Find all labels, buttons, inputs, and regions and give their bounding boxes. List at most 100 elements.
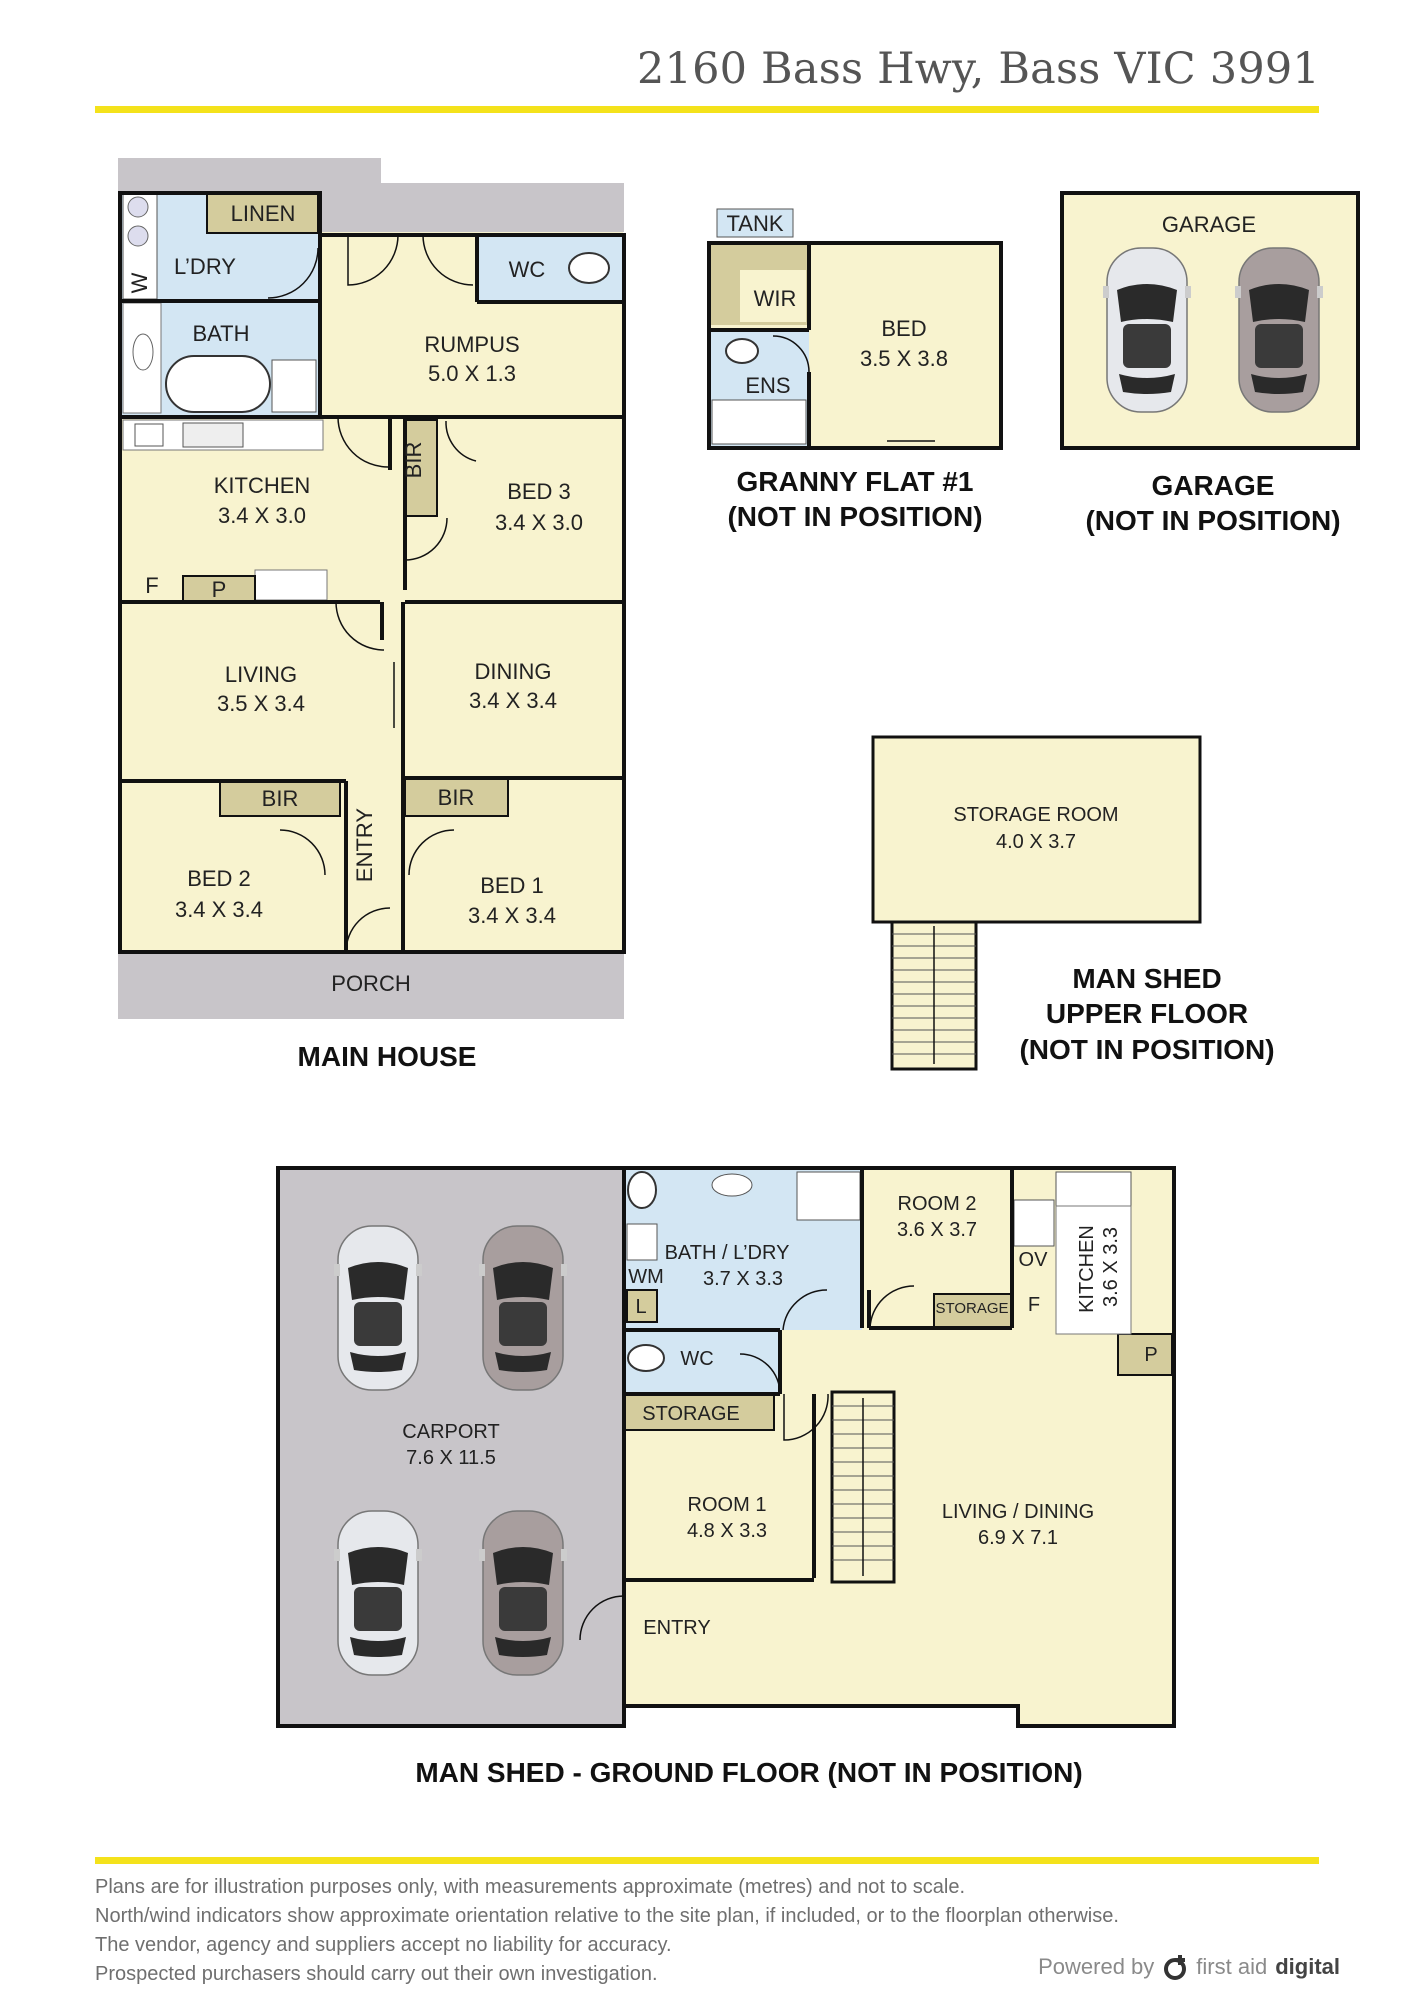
- shed-basin-icon: [711, 1173, 753, 1197]
- ens-label: ENS: [745, 373, 790, 398]
- main-house-door-swings: [267, 234, 477, 953]
- linen-box: [626, 1289, 658, 1323]
- porch-label: PORCH: [331, 971, 410, 996]
- bed1-robe-label: BIR: [438, 785, 475, 810]
- rumpus-dims: 5.0 X 1.3: [428, 361, 516, 386]
- disclaimer-line: North/wind indicators show approximate o…: [95, 1905, 1119, 1927]
- garage-title-2: (NOT IN POSITION): [1085, 505, 1340, 536]
- washing-machine-icon: [626, 1223, 658, 1261]
- bed1-robe: [404, 777, 509, 817]
- living-dining-name: LIVING / DINING: [942, 1501, 1094, 1523]
- shower-icon: [271, 359, 317, 413]
- man-shed-ground-title: MAN SHED - GROUND FLOOR (NOT IN POSITION…: [415, 1757, 1082, 1788]
- granny-flat-title-1: GRANNY FLAT #1: [737, 466, 974, 497]
- oven-label: OV: [1019, 1249, 1049, 1271]
- basin-icon: [132, 333, 154, 371]
- linen-label: LINEN: [231, 201, 296, 226]
- garage-title-1: GARAGE: [1152, 470, 1275, 501]
- man-shed-ground-walls: [276, 1166, 1176, 1728]
- bed3-name: BED 3: [507, 479, 571, 504]
- w-label: W: [127, 272, 152, 293]
- room1-name: ROOM 1: [688, 1494, 767, 1516]
- kitchen-label: KITCHEN: [1076, 1225, 1098, 1313]
- bath-laundry-dims: 3.7 X 3.3: [703, 1268, 783, 1290]
- bed3-robe-label: BIR: [401, 442, 426, 479]
- storage-room-dims: 4.0 X 3.7: [996, 831, 1076, 853]
- floor-plan: LINEN L’DRY W WC BATH RUMPUS 5.0 X 1.3 K…: [118, 158, 1360, 1788]
- man-shed-upper-title-1: MAN SHED: [1072, 963, 1221, 994]
- bath-label: BATH: [192, 321, 249, 346]
- wir-inner: [740, 270, 806, 322]
- cooktop-icon: [134, 423, 164, 447]
- carport-car-4: [478, 1510, 568, 1676]
- storage-room-name: STORAGE ROOM: [953, 804, 1118, 826]
- living-dims: 3.5 X 3.4: [217, 691, 305, 716]
- pantry-label: P: [212, 577, 227, 602]
- laundry-label: L’DRY: [174, 254, 236, 279]
- brand-name-bold: digital: [1275, 1954, 1340, 1979]
- granny-flat: TANK WIR ENS BED 3.5 X 3.8 GRANNY FLAT #…: [707, 208, 1003, 532]
- brand-name: first aid: [1196, 1954, 1268, 1979]
- shed-shower-icon: [796, 1171, 861, 1221]
- ensuite-toilet-icon: [725, 338, 759, 364]
- bed2-dims: 3.4 X 3.4: [175, 897, 263, 922]
- garage-car-2: [1234, 247, 1324, 413]
- disclaimer-line: The vendor, agency and suppliers accept …: [95, 1934, 672, 1956]
- man-shed-upper-title-3: (NOT IN POSITION): [1019, 1034, 1274, 1065]
- man-shed-wc-label: WC: [680, 1348, 713, 1370]
- granny-bed-name: BED: [881, 316, 926, 341]
- kitchen-bench: [1055, 1205, 1132, 1335]
- pantry-label: P: [1144, 1344, 1157, 1366]
- wc-toilet-icon: [568, 252, 610, 284]
- oven-unit: [1013, 1199, 1055, 1247]
- living-dining-dims: 6.9 X 7.1: [978, 1527, 1058, 1549]
- kitchen-dims: 3.6 X 3.3: [1100, 1227, 1122, 1307]
- wc-label: WC: [509, 257, 546, 282]
- porch-area: [118, 952, 624, 1019]
- kitchen-pantry: [1117, 1333, 1173, 1376]
- first-aid-digital-logo-icon: [1164, 1955, 1187, 1980]
- wm-label: WM: [628, 1266, 664, 1288]
- fridge-label: F: [145, 573, 158, 598]
- washer-icon: [127, 196, 149, 218]
- header-rule: [95, 106, 1319, 113]
- storage-room-floor: [871, 735, 1202, 924]
- disclaimer: Plans are for illustration purposes only…: [95, 1873, 1119, 1989]
- carport-dims: 7.6 X 11.5: [406, 1447, 496, 1469]
- granny-bed-dims: 3.5 X 3.8: [860, 346, 948, 371]
- powered-by-label: Powered by: [1038, 1954, 1155, 1979]
- entry-label: ENTRY: [352, 808, 377, 882]
- carport-area: [278, 1168, 624, 1726]
- dryer-icon: [127, 225, 149, 247]
- wir-label: WIR: [754, 286, 797, 311]
- carport-car-1: [333, 1225, 423, 1391]
- man-shed-door-swings: [579, 1285, 915, 1641]
- upper-stair-treads: [892, 926, 976, 1064]
- ensuite-shower: [711, 399, 807, 445]
- bed3-dims: 3.4 X 3.0: [495, 510, 583, 535]
- room1-dims: 4.8 X 3.3: [687, 1520, 767, 1542]
- dining-name: DINING: [475, 659, 552, 684]
- man-shed-upper: STORAGE ROOM 4.0 X 3.7 MAN SHED UPPER FL…: [871, 735, 1275, 1071]
- man-shed-ground: BATH / L’DRY 3.7 X 3.3 WM L WC ROOM 2 3.…: [276, 1166, 1176, 1788]
- main-house: LINEN L’DRY W WC BATH RUMPUS 5.0 X 1.3 K…: [118, 158, 626, 1072]
- rumpus-name: RUMPUS: [424, 332, 519, 357]
- carport-car-2: [478, 1225, 568, 1391]
- bed2-robe-label: BIR: [262, 786, 299, 811]
- tank-label: TANK: [726, 211, 783, 236]
- kitchen-sink-bench: [1055, 1171, 1132, 1207]
- bathtub-icon: [165, 355, 271, 413]
- garage-car-1: [1102, 247, 1192, 413]
- shed-toilet-icon: [627, 1171, 657, 1209]
- bed2-name: BED 2: [187, 866, 251, 891]
- kitchen-island: [254, 569, 328, 601]
- kitchen-name: KITCHEN: [214, 473, 311, 498]
- fridge-label: F: [1028, 1294, 1040, 1316]
- powered-by: Powered by first aid digital: [1038, 1954, 1340, 1980]
- bath-laundry-name: BATH / L’DRY: [665, 1242, 790, 1264]
- carport-car-3: [333, 1510, 423, 1676]
- footer-rule: [95, 1857, 1319, 1864]
- kitchen-dims: 3.4 X 3.0: [218, 503, 306, 528]
- storage-label: STORAGE: [642, 1403, 739, 1425]
- ensuite-door-swing: [772, 335, 810, 373]
